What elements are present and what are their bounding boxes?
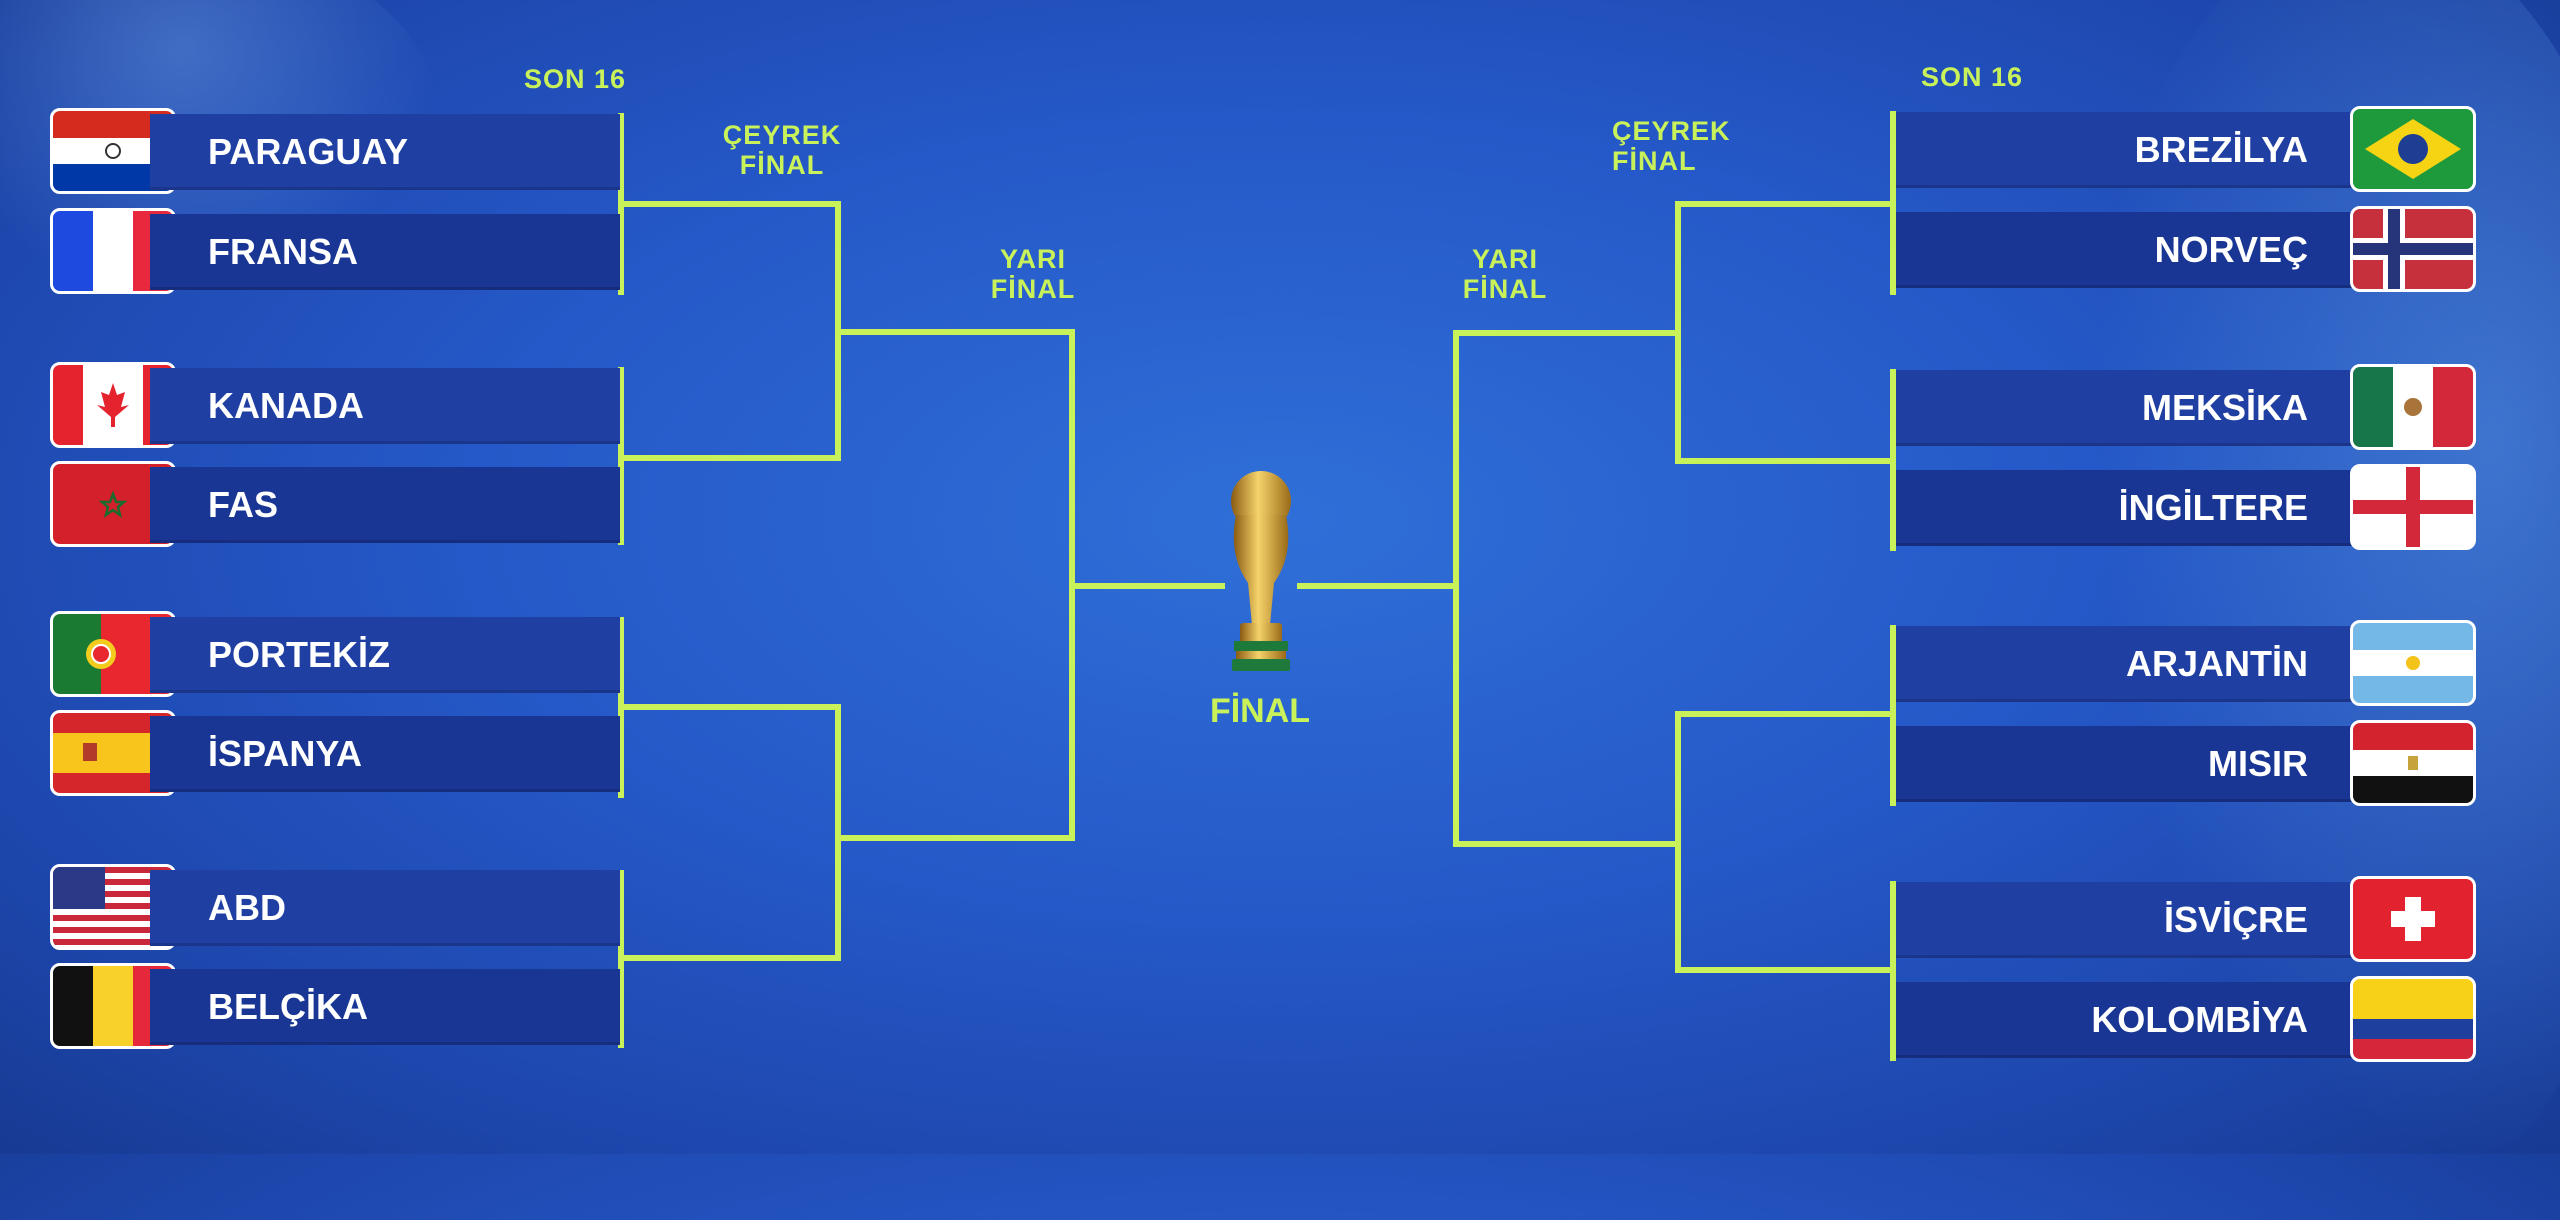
quarter-final-label-right: ÇEYREK FİNAL [1612, 116, 1731, 176]
team-name: ABD [150, 870, 620, 946]
switzerland-flag-icon [2350, 876, 2476, 962]
argentina-flag-icon [2350, 620, 2476, 706]
team-name: NORVEÇ [1896, 212, 2366, 288]
morocco-flag-icon [50, 461, 176, 547]
team-name: PORTEKİZ [150, 617, 620, 693]
norway-flag-icon [2350, 206, 2476, 292]
team-name: FRANSA [150, 214, 620, 290]
team-name: ARJANTİN [1896, 626, 2366, 702]
team-name: BELÇİKA [150, 969, 620, 1045]
team-name: MISIR [1896, 726, 2366, 802]
team-name: MEKSİKA [1896, 370, 2366, 446]
colombia-flag-icon [2350, 976, 2476, 1062]
round-of-16-label-right: SON 16 [1920, 62, 2024, 92]
final-label: FİNAL [1209, 692, 1311, 730]
semi-final-label-right: YARI FİNAL [1462, 244, 1548, 304]
brazil-flag-icon [2350, 106, 2476, 192]
team-name: İNGİLTERE [1896, 470, 2366, 546]
team-name: KOLOMBİYA [1896, 982, 2366, 1058]
semi-final-label-left: YARI FİNAL [990, 244, 1076, 304]
egypt-flag-icon [2350, 720, 2476, 806]
round-of-16-label-left: SON 16 [523, 64, 627, 94]
bracket-lines [618, 111, 1896, 1061]
mexico-flag-icon [2350, 364, 2476, 450]
england-flag-icon [2350, 464, 2476, 550]
team-name: BREZİLYA [1896, 112, 2366, 188]
team-name: KANADA [150, 368, 620, 444]
team-name: İSPANYA [150, 716, 620, 792]
team-name: PARAGUAY [150, 114, 620, 190]
team-name: İSVİÇRE [1896, 882, 2366, 958]
world-cup-trophy-icon [1218, 465, 1304, 677]
quarter-final-label-left: ÇEYREK FİNAL [722, 120, 842, 180]
team-name: FAS [150, 467, 620, 543]
